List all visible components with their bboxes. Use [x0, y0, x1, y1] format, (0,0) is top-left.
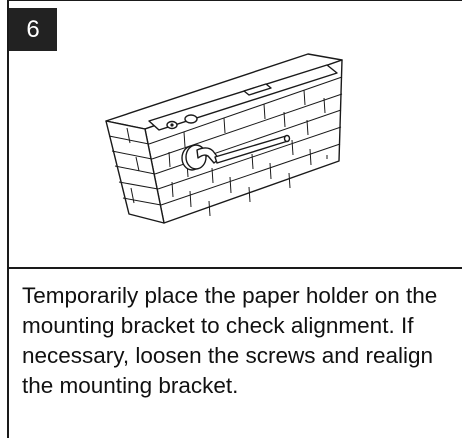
instruction-panel: [7, 0, 462, 438]
top-border: [7, 0, 462, 1]
step-instruction-text: Temporarily place the paper holder on th…: [22, 283, 438, 398]
wall-side-face: [105, 120, 165, 224]
mounting-plate: [148, 64, 338, 131]
screw-hole-icon: [184, 114, 198, 124]
step-number-badge: 6: [9, 8, 57, 51]
wall-bricks: [108, 76, 343, 217]
paper-holder-illustration: [9, 51, 462, 261]
section-divider: [7, 267, 462, 269]
holder-arm: [196, 147, 220, 164]
wall-mounted-paper-holder-icon: [105, 53, 343, 224]
holder-bar-end: [283, 134, 291, 143]
screw-center: [170, 123, 174, 127]
plate-clip: [243, 83, 272, 96]
